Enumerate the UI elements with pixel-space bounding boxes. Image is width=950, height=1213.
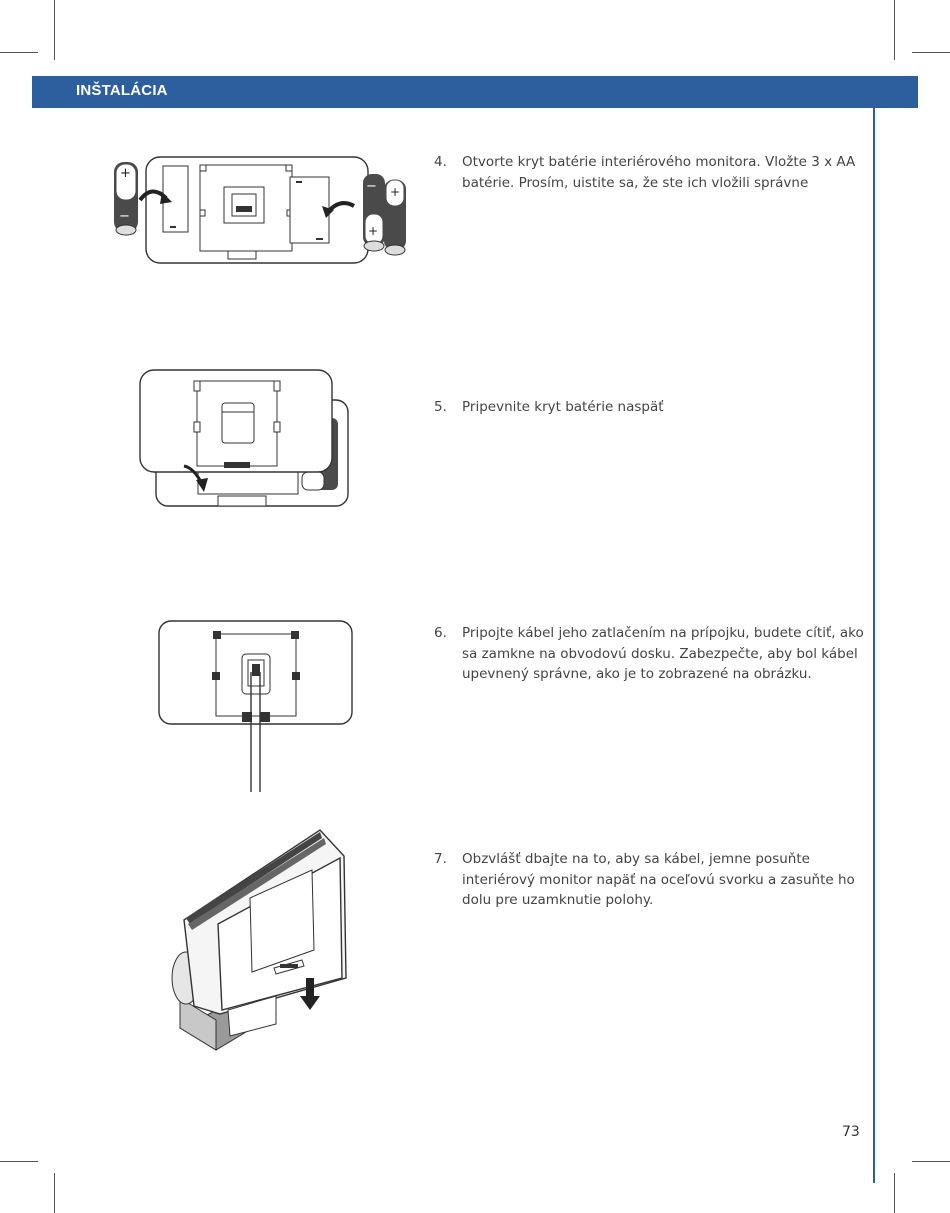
battery-insert-illustration: + − + − +: [114, 156, 406, 264]
crop-mark: [0, 1161, 38, 1162]
monitor-mount-illustration: [171, 829, 347, 1051]
minus-label: −: [119, 209, 130, 224]
step-text: Otvorte kryt batérie interiérového monit…: [462, 154, 856, 191]
step-text: Pripojte kábel jeho zatlačením na prípoj…: [462, 625, 864, 682]
step-number: 7.: [434, 851, 447, 867]
crop-mark: [912, 1161, 950, 1162]
plus-label: +: [120, 166, 131, 181]
section-title: INŠTALÁCIA: [76, 82, 168, 99]
plus-label: +: [368, 224, 378, 238]
cable-connect-illustration: [158, 620, 353, 792]
plus-label: +: [390, 185, 400, 199]
step-number: 5.: [434, 399, 447, 415]
minus-label: −: [366, 179, 377, 194]
crop-mark: [54, 1173, 55, 1213]
crop-mark: [912, 52, 950, 53]
crop-mark: [0, 52, 38, 53]
crop-mark: [894, 1173, 895, 1213]
section-header-bar: INŠTALÁCIA: [32, 76, 918, 108]
step-text: Obzvlášť dbajte na to, aby sa kábel, jem…: [462, 851, 855, 908]
step-number: 4.: [434, 154, 447, 170]
side-rule: [873, 108, 875, 1183]
battery-cover-illustration: [139, 369, 349, 507]
page-number: 73: [842, 1124, 860, 1140]
crop-mark: [54, 0, 55, 60]
crop-mark: [894, 0, 895, 60]
step-number: 6.: [434, 625, 447, 641]
step-text: Pripevnite kryt batérie naspäť: [462, 399, 664, 415]
